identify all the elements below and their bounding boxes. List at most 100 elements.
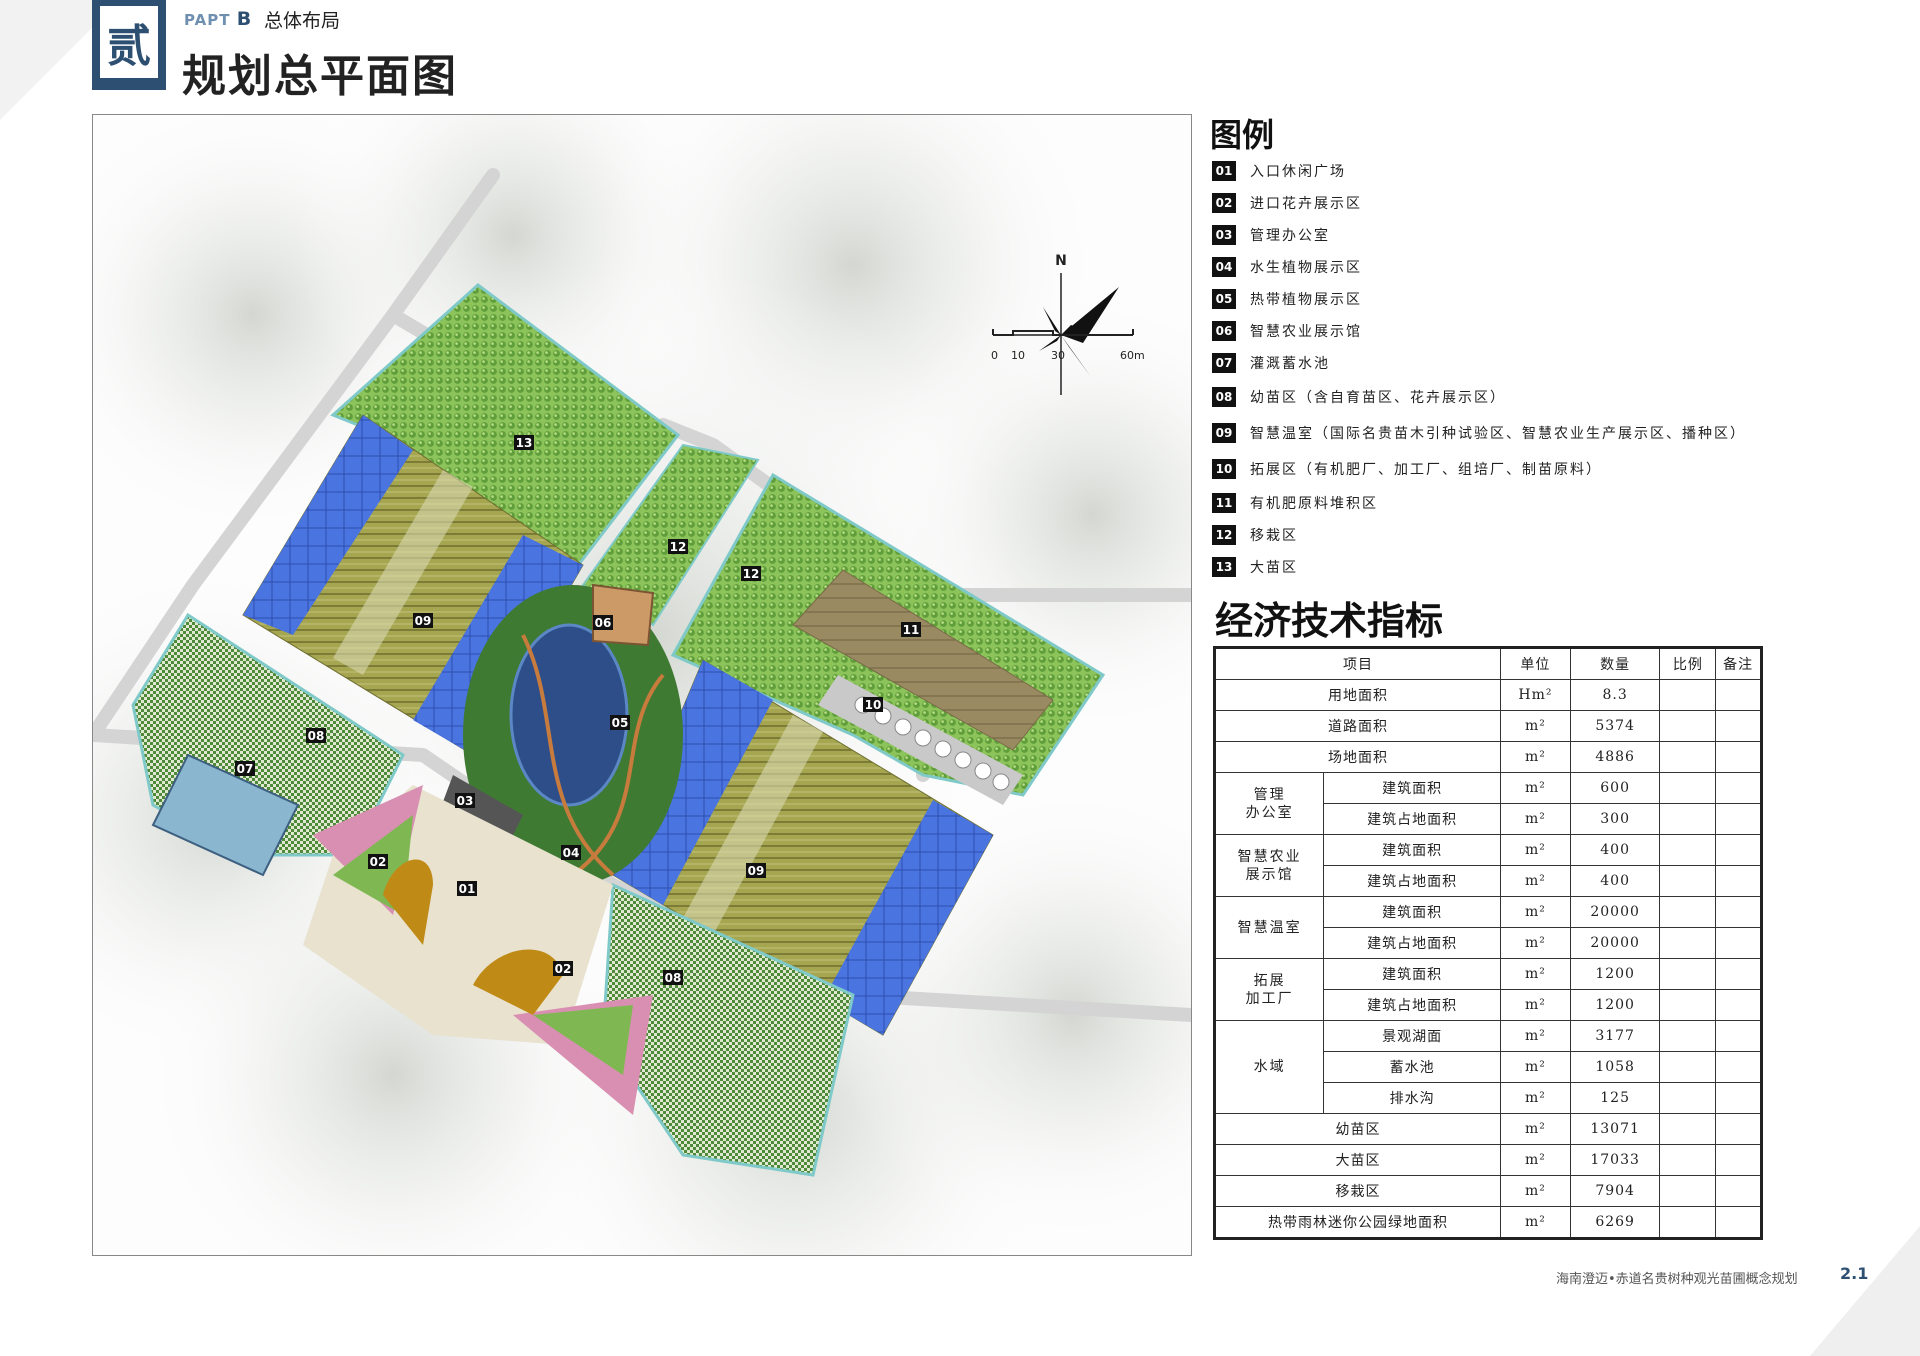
chapter-badge: 贰 [92, 0, 166, 90]
table-row: 道路面积 m² 5374 [1213, 710, 1762, 742]
part-label: PAPT B [184, 8, 252, 30]
plot-label-07: 07 [235, 761, 255, 776]
legend-number: 11 [1212, 493, 1236, 513]
table-row: 用地面积 Hm² 8.3 [1213, 679, 1762, 711]
group-office: 管理 办公室 [1213, 772, 1325, 835]
header-quantity: 数量 [1569, 647, 1661, 680]
scale-label-30: 30 [1051, 349, 1065, 362]
table-row: 移栽区 m² 7904 [1213, 1175, 1762, 1207]
plot-label-12a: 12 [668, 539, 688, 554]
chapter-badge-glyph: 贰 [107, 21, 151, 72]
indicators-table: 项目 单位 数量 比例 备注 用地面积 Hm² 8.3 道路面积 m² 5374… [1213, 646, 1763, 1240]
svg-text:01: 01 [459, 882, 476, 896]
part-letter: B [236, 8, 253, 30]
table-row: 智慧温室 建筑面积 m² 20000 [1213, 896, 1762, 959]
svg-text:12: 12 [670, 540, 687, 554]
table-row: 幼苗区 m² 13071 [1213, 1113, 1762, 1145]
master-plan-map: 01 02 02 03 04 05 06 07 08 08 09 09 10 1… [92, 114, 1192, 1256]
legend-text: 拓展区（有机肥厂、加工厂、组培厂、制苗原料） [1250, 462, 1602, 478]
header-unit: 单位 [1500, 647, 1571, 680]
plot-label-03: 03 [455, 793, 475, 808]
svg-text:04: 04 [563, 846, 580, 860]
legend-item: 09 智慧温室（国际名贵苗木引种试验区、智慧农业生产展示区、播种区） [1212, 420, 1746, 446]
plot-label-05: 05 [610, 715, 630, 730]
legend-number: 04 [1212, 257, 1236, 277]
legend-number: 12 [1212, 525, 1236, 545]
scale-label-0: 0 [991, 349, 998, 362]
svg-text:11: 11 [903, 623, 920, 637]
indicators-title: 经济技术指标 [1215, 599, 1444, 643]
legend-number: 05 [1212, 289, 1236, 309]
svg-text:12: 12 [743, 567, 760, 581]
plot-02-flower-beds [313, 785, 653, 1115]
master-plan-drawing: 01 02 02 03 04 05 06 07 08 08 09 09 10 1… [93, 115, 1191, 1255]
page-title: 规划总平面图 [182, 51, 458, 102]
legend-title: 图例 [1210, 116, 1275, 154]
svg-text:10: 10 [865, 698, 882, 712]
central-garden [463, 585, 683, 885]
page-number: 2.1 [1840, 1264, 1869, 1283]
legend-number: 06 [1212, 321, 1236, 341]
legend-item: 10 拓展区（有机肥厂、加工厂、组培厂、制苗原料） [1212, 456, 1602, 482]
legend-number: 10 [1212, 459, 1236, 479]
table-row: 建筑占地面积 m² 1200 [1215, 989, 1762, 1021]
legend-item: 01 入口休闲广场 [1212, 158, 1346, 184]
plot-07-reservoir [151, 753, 300, 877]
part-label-text: PAPT [184, 11, 231, 29]
header-ratio: 比例 [1659, 647, 1717, 680]
svg-text:07: 07 [237, 762, 254, 776]
plot-label-10: 10 [863, 697, 883, 712]
legend-text: 智慧温室（国际名贵苗木引种试验区、智慧农业生产展示区、播种区） [1250, 426, 1746, 442]
legend-item: 04 水生植物展示区 [1212, 254, 1362, 280]
table-row: 智慧农业 展示馆 建筑面积 m² 400 [1213, 834, 1762, 897]
legend-number: 02 [1212, 193, 1236, 213]
legend-text: 入口休闲广场 [1250, 164, 1346, 180]
legend-text: 水生植物展示区 [1250, 260, 1362, 276]
legend-number: 07 [1212, 353, 1236, 373]
group-factory: 拓展 加工厂 [1213, 958, 1325, 1021]
svg-text:08: 08 [308, 729, 325, 743]
svg-text:02: 02 [370, 855, 387, 869]
plot-label-13: 13 [514, 435, 534, 450]
header-item: 项目 [1213, 647, 1502, 680]
indicators-table-wrap: 项目 单位 数量 比例 备注 用地面积 Hm² 8.3 道路面积 m² 5374… [1213, 646, 1763, 1240]
svg-text:03: 03 [457, 794, 474, 808]
legend-text: 移栽区 [1250, 528, 1298, 544]
table-row: 排水沟 m² 125 [1215, 1082, 1762, 1114]
legend-number: 09 [1212, 423, 1236, 443]
header-remark: 备注 [1715, 647, 1762, 680]
plot-label-12b: 12 [741, 566, 761, 581]
svg-text:08: 08 [665, 971, 682, 985]
legend-text: 进口花卉展示区 [1250, 196, 1362, 212]
plot-12-transplant-a [581, 443, 760, 627]
svg-text:06: 06 [595, 616, 612, 630]
plot-label-11: 11 [901, 622, 921, 637]
table-row: 管理 办公室 建筑面积 m² 600 [1213, 772, 1762, 835]
plot-label-06: 06 [593, 615, 613, 630]
plot-label-04: 04 [561, 845, 581, 860]
legend-number: 01 [1212, 161, 1236, 181]
plot-label-02b: 02 [553, 961, 573, 976]
svg-text:09: 09 [748, 864, 765, 878]
plot-label-08b: 08 [663, 970, 683, 985]
plot-labels: 01 02 02 03 04 05 06 07 08 08 09 09 10 1… [235, 435, 921, 985]
svg-text:05: 05 [612, 716, 629, 730]
legend-number: 13 [1212, 557, 1236, 577]
scale-bar: 0 10 30 60m [991, 329, 1145, 362]
legend-text: 管理办公室 [1250, 228, 1330, 244]
plot-label-08a: 08 [306, 728, 326, 743]
plot-label-01: 01 [457, 881, 477, 896]
footer-project-name: 海南澄迈•赤道名贵树种观光苗圃概念规划 [1556, 1272, 1798, 1287]
table-row: 水域 景观湖面 m² 3177 [1213, 1020, 1762, 1114]
corner-decoration-bottom-right [1810, 1226, 1920, 1356]
group-greenhouse: 智慧温室 [1213, 896, 1325, 959]
section-label: 总体布局 [264, 10, 341, 32]
legend-text: 幼苗区（含自育苗区、花卉展示区） [1250, 390, 1506, 406]
table-header-row: 项目 单位 数量 比例 备注 [1213, 647, 1762, 680]
